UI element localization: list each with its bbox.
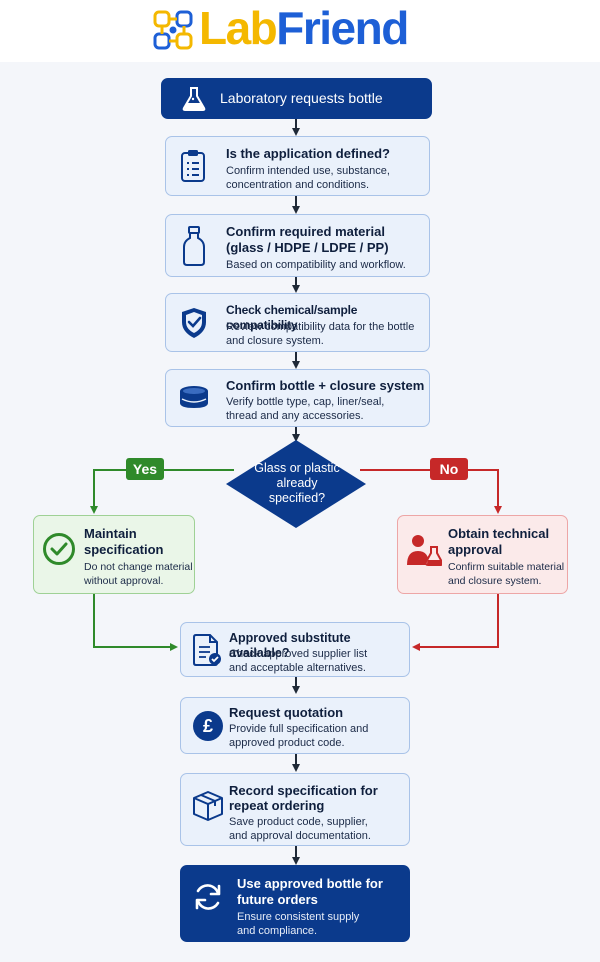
step-approval: Obtain technical approval Confirm suitab…	[397, 515, 568, 594]
maintain-title-2: specification	[84, 542, 164, 557]
record-desc-1: Save product code, supplier,	[229, 816, 368, 828]
application-desc-1: Confirm intended use, substance,	[226, 165, 390, 177]
step-final: Use approved bottle for future orders En…	[180, 865, 410, 942]
final-desc-1: Ensure consistent supply	[237, 911, 360, 923]
step-maintain: Maintain specification Do not change mat…	[33, 515, 195, 594]
arrow-maintain-substitute	[93, 594, 178, 651]
pound-icon: £	[193, 711, 223, 741]
maintain-desc-1: Do not change material	[84, 561, 193, 573]
application-desc-2: concentration and conditions.	[226, 179, 370, 191]
compat-desc-1: Review compatibility data for the bottle	[226, 321, 415, 333]
cap-icon	[180, 386, 208, 408]
logo-lab: Lab	[199, 2, 278, 54]
logo-text: LabFriend	[199, 0, 409, 56]
bottle-icon	[183, 226, 205, 266]
decision-line-3: specified?	[268, 491, 326, 505]
application-title: Is the application defined?	[226, 146, 390, 161]
box-icon	[193, 791, 223, 821]
arrow-yes-branch	[90, 469, 234, 514]
approval-desc-2: and closure system.	[448, 575, 542, 587]
closure-desc-1: Verify bottle type, cap, liner/seal,	[226, 396, 385, 408]
no-label: No	[430, 458, 468, 480]
arrow-approval-substitute	[412, 594, 499, 651]
record-desc-2: and approval documentation.	[229, 830, 371, 842]
substitute-desc-1: Check approved supplier list	[229, 648, 368, 660]
header: LabFriend	[0, 0, 600, 62]
step-start: Laboratory requests bottle	[161, 78, 432, 119]
decision-line-1: Glass or plastic	[254, 461, 340, 475]
step-material: Confirm required material (glass / HDPE …	[165, 214, 430, 277]
decision-diamond	[226, 440, 366, 528]
quotation-desc-2: approved product code.	[229, 737, 345, 749]
flask-icon	[182, 87, 206, 111]
final-title-2: future orders	[237, 892, 318, 907]
clipboard-icon	[181, 150, 205, 182]
document-check-icon	[193, 634, 221, 666]
closure-desc-2: thread and any accessories.	[226, 410, 364, 422]
check-circle-icon	[43, 533, 75, 565]
substitute-desc-2: and acceptable alternatives.	[229, 662, 366, 674]
arrow-no-branch	[360, 469, 502, 514]
logo-molecule-icon	[153, 10, 193, 50]
record-title-2: repeat ordering	[229, 798, 325, 813]
record-title-1: Record specification for	[229, 783, 378, 798]
step-application: Is the application defined? Confirm inte…	[165, 136, 430, 196]
compat-desc-2: and closure system.	[226, 335, 324, 347]
logo-friend: Friend	[276, 2, 409, 54]
approval-title-2: approval	[448, 542, 503, 557]
labfriend-logo: LabFriend	[149, 2, 453, 56]
approval-title-1: Obtain technical	[448, 526, 550, 541]
approval-desc-1: Confirm suitable material	[448, 561, 565, 573]
maintain-title-1: Maintain	[84, 526, 137, 541]
material-desc-1: Based on compatibility and workflow.	[226, 259, 406, 271]
maintain-desc-2: without approval.	[84, 575, 164, 587]
refresh-icon	[195, 884, 221, 910]
closure-title: Confirm bottle + closure system	[226, 378, 425, 393]
step-record: Record specification for repeat ordering…	[180, 773, 410, 846]
final-title-1: Use approved bottle for	[237, 876, 383, 891]
compat-title: Check chemical/sample compatibility	[226, 303, 358, 332]
scientist-icon	[407, 535, 442, 566]
svg-text:£: £	[203, 716, 213, 736]
substitute-title: Approved substitute available?	[229, 631, 351, 660]
shield-check-icon	[182, 308, 206, 338]
step-substitute: Approved substitute available? Check app…	[180, 622, 410, 677]
material-title-1: Confirm required material	[226, 224, 385, 239]
yes-label: Yes	[126, 458, 164, 480]
step-compat: Check chemical/sample compatibility Revi…	[165, 293, 430, 352]
quotation-desc-1: Provide full specification and	[229, 723, 369, 735]
final-desc-2: and compliance.	[237, 925, 318, 937]
decision-text: Glass or plastic already specified?	[244, 461, 350, 506]
quotation-title: Request quotation	[229, 705, 344, 720]
decision-line-2: already	[276, 476, 318, 490]
material-title-2: (glass / HDPE / LDPE / PP)	[226, 240, 389, 255]
step-quotation: £ Request quotation Provide full specifi…	[180, 697, 410, 754]
start-title: Laboratory requests bottle	[220, 90, 383, 106]
step-closure: Confirm bottle + closure system Verify b…	[165, 369, 430, 427]
